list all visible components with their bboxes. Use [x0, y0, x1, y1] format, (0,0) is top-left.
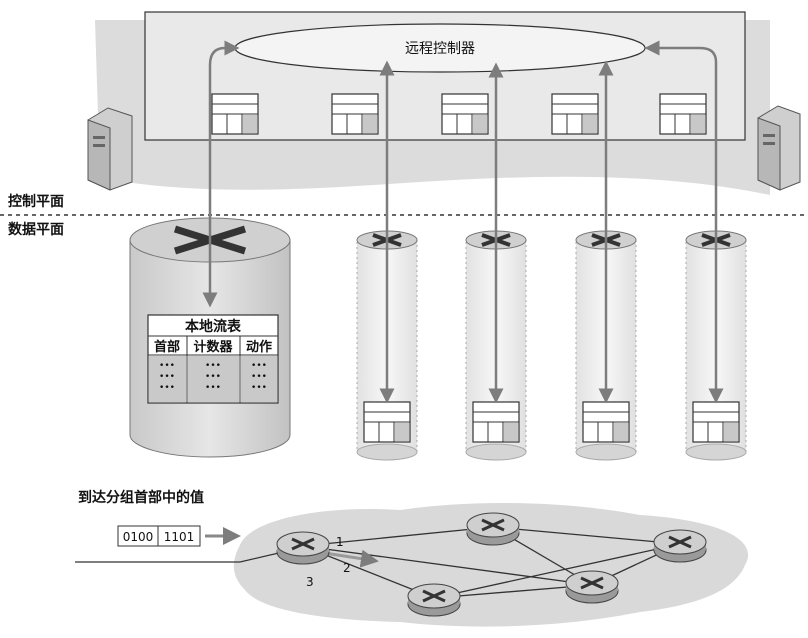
small-router-tubes [356, 230, 747, 461]
packet-header: 0100 1101 [117, 525, 201, 547]
arrow-controller-switch-3 [644, 40, 724, 404]
control-plane-label: 控制平面 [8, 193, 64, 210]
controller-flow-table-4 [659, 93, 707, 135]
network-cloud [233, 503, 749, 627]
controller-flow-table-2 [441, 93, 489, 135]
controller-flow-table-0 [211, 93, 259, 135]
network-routers [276, 512, 707, 617]
flow-cell-1-1: ••• [205, 372, 221, 382]
network-router-3 [565, 570, 619, 604]
port-label-3: 3 [306, 575, 314, 589]
network-router-0 [276, 531, 330, 565]
server-icon-left [87, 107, 133, 191]
network-router-x-icon-1 [481, 518, 505, 532]
port-label-2: 2 [343, 561, 351, 575]
packet-bits-0: 0100 [123, 530, 154, 544]
controller-switch-arrows [202, 40, 724, 404]
flow-cell-2-2: ••• [251, 383, 267, 393]
local-flow-table-title: 本地流表 [185, 318, 242, 335]
flow-cell-0-0: ••• [159, 361, 175, 371]
network-router-x-icon-2 [668, 535, 692, 549]
controller-flow-table-3 [551, 93, 599, 135]
packet-bits-1: 1101 [164, 530, 195, 544]
network-router-x-icon-3 [580, 576, 604, 590]
arrow-controller-big-router [202, 40, 240, 308]
data-plane-label: 数据平面 [8, 221, 64, 238]
flow-table-cells: ••••••••••••••••••••••••••• [159, 361, 267, 393]
flow-cell-1-0: ••• [205, 361, 221, 371]
switch-flow-table-1 [472, 401, 520, 443]
network-router-4 [407, 583, 461, 617]
flow-cell-1-2: ••• [205, 383, 221, 393]
switch-flow-table-2 [582, 401, 630, 443]
controller-flow-table-1 [331, 93, 379, 135]
column-header-2: 动作 [246, 339, 272, 355]
remote-controller-label: 远程控制器 [405, 41, 475, 57]
network-router-2 [653, 529, 707, 563]
port-label-1: 1 [336, 535, 344, 549]
network-router-x-icon-0 [291, 537, 315, 551]
flow-cell-0-1: ••• [159, 372, 175, 382]
column-header-1: 计数器 [193, 339, 233, 355]
flow-cell-2-0: ••• [251, 361, 267, 371]
packet-caption: 到达分组首部中的值 [78, 489, 204, 506]
switch-flow-table-3 [692, 401, 740, 443]
flow-cell-2-1: ••• [251, 372, 267, 382]
flow-cell-0-2: ••• [159, 383, 175, 393]
column-header-0: 首部 [154, 339, 180, 355]
switch-flow-table-0 [363, 401, 411, 443]
network-router-x-icon-4 [422, 589, 446, 603]
server-icon-right [757, 105, 801, 191]
local-flow-table: 本地流表 首部 计数器 动作 •••••••••••••••••••••••••… [147, 314, 279, 404]
network-router-1 [466, 512, 520, 546]
